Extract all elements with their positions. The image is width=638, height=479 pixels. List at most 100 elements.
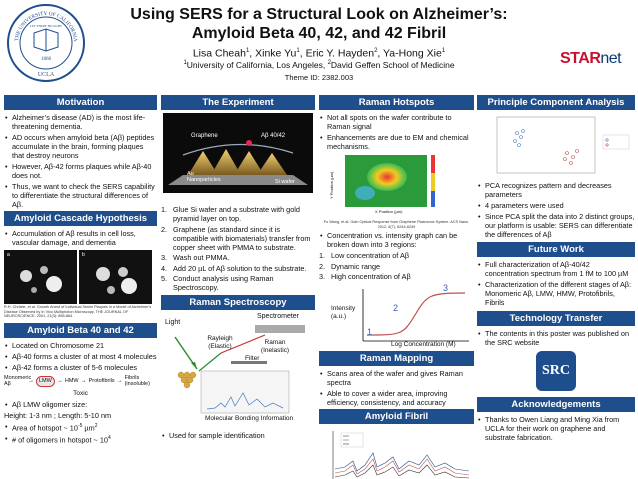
list-item: Thanks to Owen Liang and Ming Xia from U… [477,415,635,442]
pca-list: PCA recognizes pattern and decreases par… [477,181,635,239]
protofibrils-label: Protofibrils [88,378,115,385]
map-ylabel: Y Position (µm) [329,171,334,199]
arrow-icon: → [80,378,87,385]
fibril-heading: Amyloid Fibril [319,408,474,424]
list-item: PCA recognizes pattern and decreases par… [477,181,635,199]
future-heading: Future Work [477,242,635,257]
chart-xlabel: Log Concentration (M) [391,340,456,348]
list-item: 3.High concentration of Aβ [319,272,411,282]
svg-text:UCLA: UCLA [38,72,55,78]
list-item: The contents in this poster was publishe… [477,329,635,347]
list-item: Able to cover a wider area, improving ef… [319,389,474,407]
hmw-label: HMW [64,378,79,385]
list-item: 3.Wash out PMMA. [161,253,230,262]
region-label-2: 2 [393,302,399,313]
list-item: Used for sample identification [161,431,315,440]
chart-ylabel: Intensity (a.u.) [331,304,356,320]
list-item: Aβ-42 forms a cluster of 5-6 molecules [4,363,157,372]
list-item: Characterization of the different stages… [477,280,635,307]
ucla-seal-logo: THE UNIVERSITY OF CALIFORNIA LET THERE B… [7,4,85,82]
map-caption: Fu Wang, et al. Gain Optical Response fr… [323,220,470,229]
plaque-caption: R.H. Christie, et al. Growth Arrest of I… [4,305,152,319]
filter-label: Filter [245,355,260,362]
list-item: 5.Conduct analysis using Raman Spectrosc… [161,274,274,292]
list-item: Thus, we want to check the SERS capabili… [4,182,157,209]
list-item: Since PCA split the data into 2 distinct… [477,212,635,239]
light-label: Light [165,319,181,326]
spectrometer-label: Spectrometer [257,313,300,320]
starnet-logo: STARnet [560,50,622,67]
list-item: 4 parameters were used [477,201,635,210]
cascade-heading: Amyloid Cascade Hypothesis [4,211,157,226]
list-item: Aβ LMW oligomer size: [4,400,157,409]
raman-label: Raman (Inelastic) [260,339,290,354]
hotspots-heading: Raman Hotspots [319,95,474,110]
list-item: AD occurs when amyloid beta (Aβ) peptide… [4,133,157,160]
hotspot-size-list: Area of hotspot ~ 10-5 µm2 # of oligomer… [4,422,157,445]
list-item: Concentration vs. intensity graph can be… [319,231,474,249]
cascade-list: Accumulation of Aβ results in cell loss,… [4,229,157,247]
raman-diagram: Light Spectrometer Rayleigh (Elastic) Ra… [161,313,315,423]
list-item: Enhancements are due to EM and chemical … [319,133,474,151]
src-logo: SRC [536,351,576,391]
molecular-label: Molecular Bonding Information [205,415,294,422]
list-item: 4.Add 20 µL of Aβ solution to the substr… [161,263,307,273]
ab-label: Aβ 40/42 [261,133,286,139]
list-item: 2.Graphene (as standard since it is comp… [161,224,311,252]
future-list: Full characterization of Aβ-40/42 concen… [477,260,635,307]
svg-text:1868: 1868 [41,57,52,62]
theme-id: Theme ID: 2382.003 [284,73,354,82]
column-2: The Experiment Graphene Aβ 40/42 Au Nano… [161,95,315,442]
list-item: # of oligomers in hotspot ~ 104 [4,434,157,444]
svg-text:LET THERE BE LIGHT: LET THERE BE LIGHT [30,24,62,28]
column-1: Motivation Alzheimer’s disease (AD) is t… [4,95,157,447]
oligomer-list: Aβ LMW oligomer size: [4,400,157,409]
arrow-icon: → [116,378,123,385]
arrow-icon: → [56,378,63,385]
column-3: Raman Hotspots Not all spots on the wafe… [319,95,474,479]
ack-list: Thanks to Owen Liang and Ming Xia from U… [477,415,635,442]
motivation-list: Alzheimer’s disease (AD) is the most lif… [4,113,157,209]
lmw-box: LMW [36,376,55,387]
list-item: Alzheimer’s disease (AD) is the most lif… [4,113,157,131]
list-item: 2.Dynamic range [319,261,381,271]
pca-plot [477,113,635,181]
si-label: Si wafer [275,179,295,185]
aggregation-pathway: Monomeric Aβ → LMW → HMW → Protofibrils … [4,375,157,388]
region-label-3: 3 [443,282,449,293]
transfer-list: The contents in this poster was publishe… [477,329,635,347]
list-item: Accumulation of Aβ results in cell loss,… [4,229,157,247]
list-item: 1.Glue Si wafer and a substrate with gol… [161,205,300,223]
map-xlabel: X Position (µm) [375,209,403,214]
fibril-spectrum [319,427,474,479]
arrow-icon: → [28,378,34,385]
sigmoid-chart: Intensity (a.u.) Log Concentration (M) 1… [319,283,474,351]
mapping-list: Scans area of the wafer and gives Raman … [319,369,474,407]
affiliations: 1University of California, Los Angeles, … [183,59,455,70]
plaque-image-a: a [4,250,77,304]
fibrils-label: Fibrils (insoluble) [124,374,150,388]
list-item: Area of hotspot ~ 10-5 µm2 [4,422,157,432]
list-item: Scans area of the wafer and gives Raman … [319,369,474,387]
monomeric-label: Monomeric Aβ [4,374,32,388]
hotspot-map: Y Position (µm) X Position (µm) [329,153,474,219]
plaque-image-b: b [79,250,152,304]
poster-header: THE UNIVERSITY OF CALIFORNIA LET THERE B… [0,0,638,84]
column-4: Principle Component Analysis PCA recogni… [477,95,635,444]
transfer-heading: Technology Transfer [477,311,635,326]
mapping-heading: Raman Mapping [319,350,474,366]
plaque-images: a b [4,250,157,304]
ab4042-list: Located on Chromosome 21 Aβ-40 forms a c… [4,341,157,372]
hotspots-list: Not all spots on the wafer contribute to… [319,113,474,151]
spectroscopy-list: Used for sample identification [161,431,315,440]
list-item: Not all spots on the wafer contribute to… [319,113,474,131]
graphene-label: Graphene [191,133,218,139]
au-label: Au Nanoparticles [187,171,221,183]
list-item: Located on Chromosome 21 [4,341,157,350]
ack-heading: Acknowledgements [477,397,635,412]
sigmoid-curve [366,292,466,336]
list-item: However, Aβ-42 forms plaques while Aβ-40… [4,162,157,180]
spectroscopy-heading: Raman Spectroscopy [161,295,315,310]
author-list: Lisa Cheah1, Xinke Yu1, Eric Y. Hayden2,… [192,47,446,60]
poster-title: Using SERS for a Structural Look on Alzh… [130,6,508,42]
